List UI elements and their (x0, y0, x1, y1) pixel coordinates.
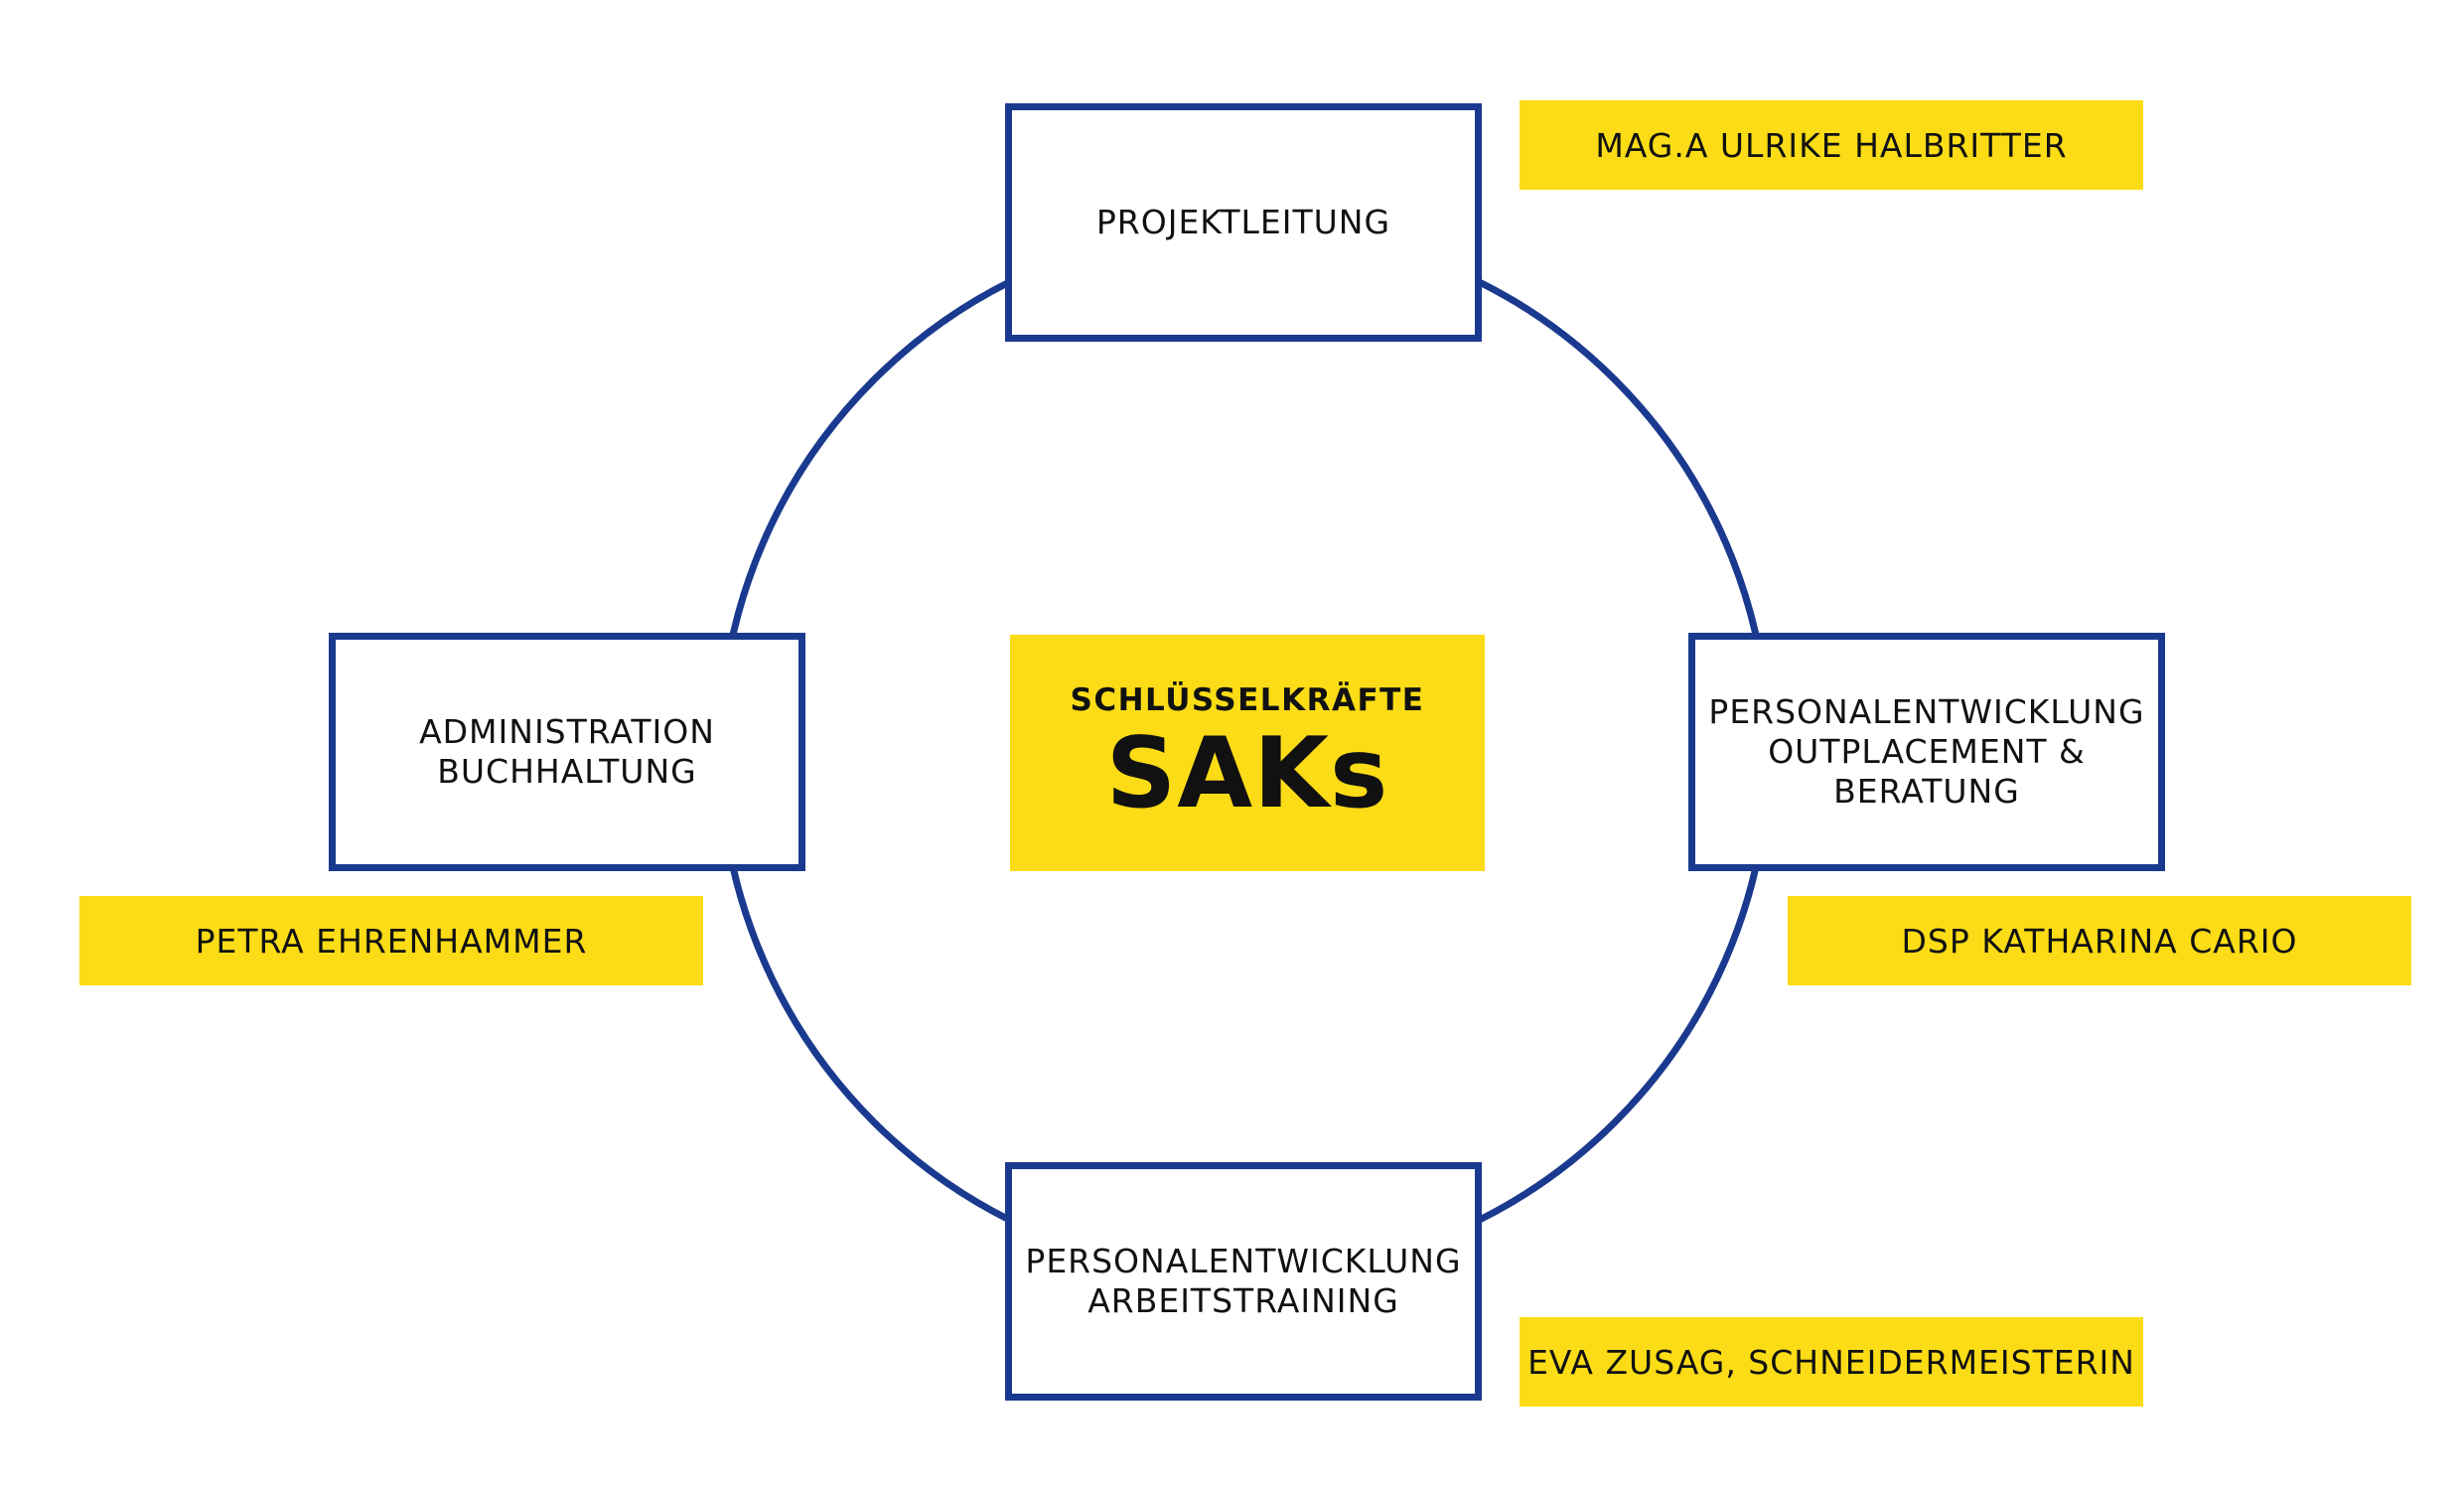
role-label-administration: ADMINISTRATION BUCHHALTUNG (419, 712, 715, 791)
center-box-saks: SCHLÜSSELKRÄFTE SAKs (1010, 635, 1485, 871)
role-box-projektleitung: PROJEKTLEITUNG (1005, 103, 1482, 342)
role-box-arbeitstraining: PERSONALENTWICKLUNG ARBEITSTRAINING (1005, 1162, 1482, 1401)
role-label-projektleitung: PROJEKTLEITUNG (1095, 203, 1391, 241)
person-tag-outplacement: DSP KATHARINA CARIO (1788, 896, 2411, 985)
role-label-arbeitstraining: PERSONALENTWICKLUNG ARBEITSTRAINING (1025, 1242, 1462, 1320)
role-label-outplacement: PERSONALENTWICKLUNG OUTPLACEMENT & BERAT… (1708, 692, 2145, 811)
person-tag-administration: PETRA EHRENHAMMER (79, 896, 703, 985)
person-tag-projektleitung: MAG.A ULRIKE HALBRITTER (1520, 100, 2143, 190)
role-box-administration: ADMINISTRATION BUCHHALTUNG (329, 633, 805, 871)
person-tag-arbeitstraining: EVA ZUSAG, SCHNEIDERMEISTERIN (1520, 1317, 2143, 1407)
role-box-outplacement: PERSONALENTWICKLUNG OUTPLACEMENT & BERAT… (1688, 633, 2165, 871)
center-subtitle: SCHLÜSSELKRÄFTE (1070, 682, 1425, 718)
center-title: SAKs (1105, 717, 1389, 830)
